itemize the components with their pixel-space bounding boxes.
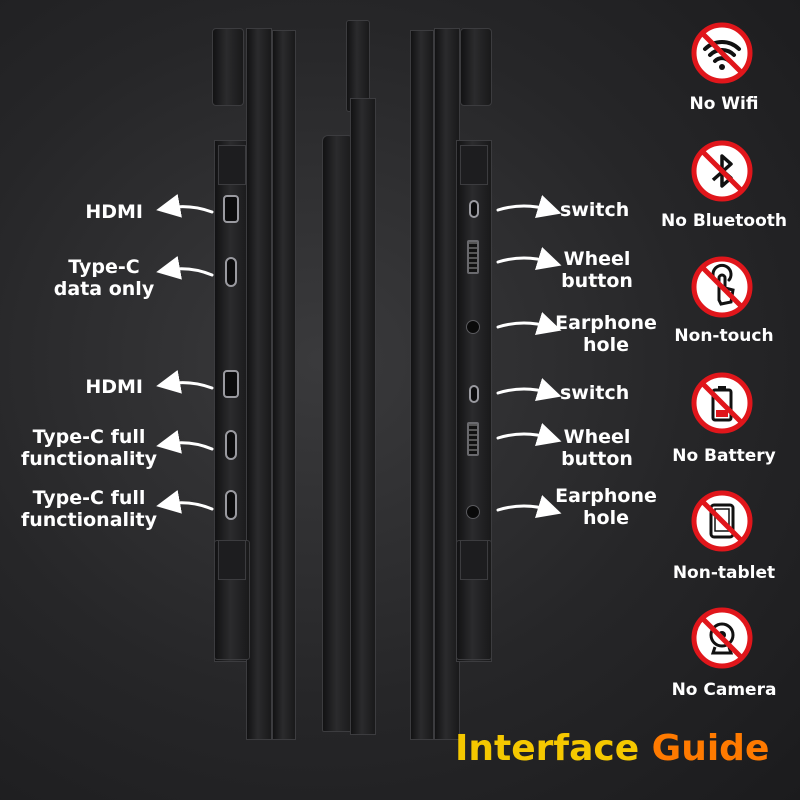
arrow-typec-full-2 <box>156 490 214 514</box>
hdmi-port-1 <box>223 195 239 223</box>
wheel-button-1 <box>467 240 479 274</box>
bluetooth-icon <box>691 140 753 202</box>
left-hinge-top <box>212 28 244 106</box>
title-part-interface: Interface <box>455 728 652 769</box>
camera-icon <box>691 607 753 669</box>
label-typec-full-1-line1: Type-C full <box>32 426 146 448</box>
left-panel-mid <box>246 28 272 740</box>
arrow-ear-2 <box>496 495 562 518</box>
earphone-jack-1 <box>466 320 480 334</box>
tablet-icon <box>691 490 753 552</box>
label-ear-1-line1: Earphone <box>555 312 657 334</box>
label-wheel-2-line2: button <box>561 448 633 470</box>
label-ear-2-line1: Earphone <box>555 485 657 507</box>
wheel-button-2 <box>467 422 479 456</box>
feature-label-tablet: Non-tablet <box>672 563 776 583</box>
arrow-switch-1 <box>496 195 562 218</box>
feature-label-camera: No Camera <box>671 680 777 700</box>
left-bracket-bottom <box>218 540 246 580</box>
battery-icon <box>691 372 753 434</box>
typec-data-port <box>225 257 237 287</box>
right-panel-front <box>410 30 434 740</box>
left-panel-front <box>272 30 296 740</box>
arrow-ear-1 <box>496 312 562 335</box>
label-wheel-1-line2: button <box>561 270 633 292</box>
right-bracket-bottom <box>460 540 488 580</box>
wifi-icon <box>691 22 753 84</box>
right-bracket-top <box>460 145 488 185</box>
feature-label-battery: No Battery <box>672 446 776 466</box>
hdmi-port-2 <box>223 370 239 398</box>
label-hdmi-2: HDMI <box>85 376 143 398</box>
arrow-typec-data <box>156 256 214 280</box>
earphone-jack-2 <box>466 505 480 519</box>
power-switch-1 <box>469 200 479 218</box>
label-wheel-2-line1: Wheel <box>563 426 631 448</box>
touch-hand-icon <box>691 256 753 318</box>
label-typec-full-2-line1: Type-C full <box>32 487 146 509</box>
arrow-wheel-2 <box>496 423 562 446</box>
feature-label-wifi: No Wifi <box>689 94 759 114</box>
label-typec-data-line1: Type-C <box>68 256 140 278</box>
label-hdmi-1: HDMI <box>85 201 143 223</box>
label-typec-data-line2: data only <box>53 278 155 300</box>
feature-label-touch: Non-touch <box>674 326 774 346</box>
arrow-wheel-1 <box>496 247 562 270</box>
label-ear-2-line2: hole <box>583 507 629 529</box>
typec-full-port-2 <box>225 490 237 520</box>
left-bracket-top <box>218 145 246 185</box>
feature-label-bluetooth: No Bluetooth <box>661 211 787 231</box>
center-hinge <box>346 20 370 112</box>
arrow-hdmi-1 <box>156 194 214 218</box>
label-typec-full-1-line2: functionality <box>20 448 158 470</box>
right-hinge-top <box>460 28 492 106</box>
arrow-hdmi-2 <box>156 370 214 394</box>
label-wheel-1-line1: Wheel <box>563 248 631 270</box>
title-part-guide: Guide <box>651 728 770 769</box>
arrow-typec-full-1 <box>156 430 214 454</box>
page-title: Interface Guide <box>455 728 769 769</box>
label-ear-1-line2: hole <box>583 334 629 356</box>
power-switch-2 <box>469 385 479 403</box>
label-switch-1: switch <box>560 199 630 221</box>
center-panel-left <box>322 135 354 732</box>
label-typec-full-2-line2: functionality <box>20 509 158 531</box>
label-switch-2: switch <box>560 382 630 404</box>
typec-full-port-1 <box>225 430 237 460</box>
arrow-switch-2 <box>496 378 562 401</box>
center-panel-right <box>350 98 376 735</box>
